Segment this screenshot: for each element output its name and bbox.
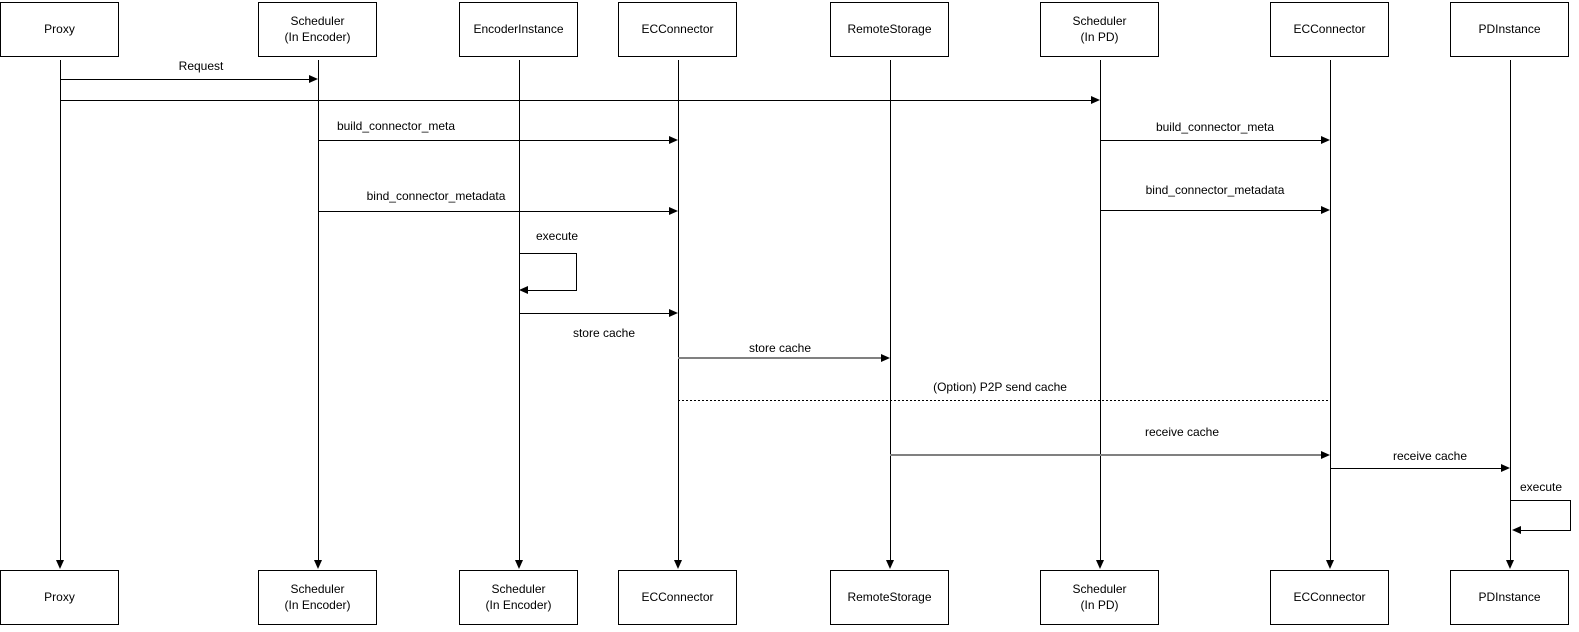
actor-bottom-remote-storage: RemoteStorage — [830, 570, 949, 625]
message-line-receive-cache — [890, 454, 1321, 456]
actor-bottom-scheduler-encoder: Scheduler (In Encoder) — [258, 570, 377, 625]
actor-bottom-ec-connector-encoder: ECConnector — [618, 570, 737, 625]
actor-top-scheduler-encoder: Scheduler (In Encoder) — [258, 2, 377, 57]
self-loop-side — [1570, 500, 1571, 531]
arrow-down-icon — [1506, 560, 1514, 569]
message-label-store-cache: store cache — [572, 326, 636, 340]
arrow-right-icon — [1321, 206, 1330, 214]
arrow-down-icon — [314, 560, 322, 569]
arrow-right-icon — [1321, 136, 1330, 144]
arrow-down-icon — [56, 560, 64, 569]
message-line-store-cache — [519, 313, 670, 314]
lifeline-proxy — [60, 60, 61, 560]
actor-top-remote-storage: RemoteStorage — [830, 2, 949, 57]
arrow-down-icon — [674, 560, 682, 569]
message-label-store-cache-remote: store cache — [748, 341, 812, 355]
actor-top-pd-instance: PDInstance — [1450, 2, 1569, 57]
actor-top-proxy: Proxy — [0, 2, 119, 57]
self-loop-top — [1510, 500, 1571, 501]
message-line-build-connector-meta-pd — [1100, 140, 1322, 141]
actor-bottom-scheduler-pd: Scheduler (In PD) — [1040, 570, 1159, 625]
arrow-right-icon — [669, 309, 678, 317]
actor-bottom-scheduler-encoder-2: Scheduler (In Encoder) — [459, 570, 578, 625]
arrow-right-icon — [881, 354, 890, 362]
actor-top-ec-connector-encoder: ECConnector — [618, 2, 737, 57]
lifeline-pd-instance — [1510, 60, 1511, 560]
arrow-left-icon — [519, 286, 528, 294]
self-loop-top — [519, 253, 577, 254]
message-label-execute-encoder: execute — [535, 229, 579, 243]
actor-bottom-proxy: Proxy — [0, 570, 119, 625]
lifeline-ec-connector-pd — [1330, 60, 1331, 560]
lifeline-scheduler-pd — [1100, 60, 1101, 560]
actor-bottom-pd-instance: PDInstance — [1450, 570, 1569, 625]
message-line-proxy-to-scheduler-pd — [60, 100, 1092, 101]
message-line-request — [60, 79, 310, 80]
lifeline-ec-connector-encoder — [678, 60, 679, 560]
arrow-right-icon — [309, 75, 318, 83]
message-line-p2p-send-cache — [678, 400, 1330, 401]
arrow-down-icon — [515, 560, 523, 569]
message-line-bind-connector-metadata — [318, 211, 670, 212]
arrow-right-icon — [669, 207, 678, 215]
self-loop-bottom — [528, 290, 577, 291]
lifeline-remote-storage — [890, 60, 891, 560]
arrow-right-icon — [1501, 464, 1510, 472]
self-loop-side — [576, 253, 577, 291]
actor-top-encoder-instance: EncoderInstance — [459, 2, 578, 57]
arrow-right-icon — [669, 136, 678, 144]
arrow-right-icon — [1321, 451, 1330, 459]
lifeline-encoder-instance — [519, 60, 520, 560]
message-label-receive-cache: receive cache — [1144, 425, 1220, 439]
actor-top-scheduler-pd: Scheduler (In PD) — [1040, 2, 1159, 57]
arrow-down-icon — [1096, 560, 1104, 569]
lifeline-scheduler-encoder — [318, 60, 319, 560]
actor-top-ec-connector-pd: ECConnector — [1270, 2, 1389, 57]
actor-bottom-ec-connector-pd: ECConnector — [1270, 570, 1389, 625]
message-label-execute-pd: execute — [1519, 480, 1563, 494]
arrow-right-icon — [1091, 96, 1100, 104]
message-label-bind-connector-metadata-pd: bind_connector_metadata — [1145, 183, 1285, 197]
message-line-receive-cache-pd — [1330, 468, 1502, 469]
arrow-down-icon — [1326, 560, 1334, 569]
message-label-receive-cache-pd: receive cache — [1392, 449, 1468, 463]
message-line-bind-connector-metadata-pd — [1100, 210, 1322, 211]
message-line-store-cache-remote — [678, 357, 881, 359]
message-label-request: Request — [178, 59, 224, 73]
message-label-bind-connector-metadata: bind_connector_metadata — [366, 189, 506, 203]
message-line-build-connector-meta — [318, 140, 670, 141]
message-label-build-connector-meta-pd: build_connector_meta — [1155, 120, 1275, 134]
message-label-p2p-send-cache: (Option) P2P send cache — [933, 380, 1067, 394]
self-loop-bottom — [1521, 530, 1571, 531]
arrow-down-icon — [886, 560, 894, 569]
arrow-left-icon — [1512, 526, 1521, 534]
message-label-build-connector-meta: build_connector_meta — [336, 119, 456, 133]
